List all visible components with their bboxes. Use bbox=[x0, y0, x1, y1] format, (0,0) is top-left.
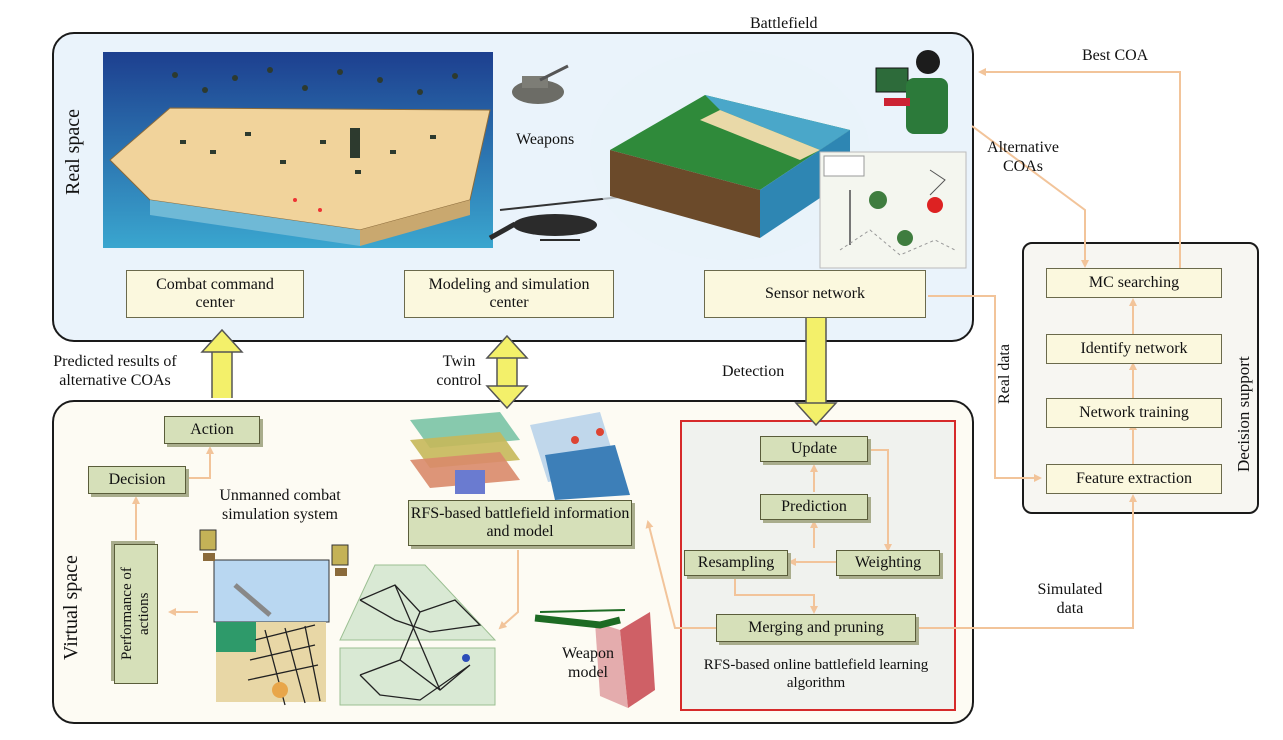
action-box: Action bbox=[164, 416, 260, 444]
prediction-box: Prediction bbox=[760, 494, 868, 520]
real-space-title: Real space bbox=[62, 108, 84, 195]
weapon-model-image bbox=[534, 609, 655, 708]
battlefield-map-image bbox=[103, 52, 493, 248]
best-coa-label: Best COA bbox=[1082, 47, 1149, 64]
weapons-label: Weapons bbox=[516, 131, 575, 148]
predicted-results-label: Predicted results of alternative COAs bbox=[53, 353, 177, 390]
rfs-layers-image bbox=[410, 412, 630, 500]
helicopter-image bbox=[488, 195, 631, 241]
weapon-model-label: Weapon model bbox=[561, 645, 615, 682]
performance-of-actions-box: Performance of actions bbox=[114, 544, 158, 684]
sensor-network-image bbox=[819, 151, 967, 269]
weighting-box: Weighting bbox=[836, 550, 940, 576]
real-data-label: Real data bbox=[996, 344, 1013, 404]
resampling-box: Resampling bbox=[684, 550, 788, 576]
battlefield-terrain-image bbox=[590, 50, 870, 260]
combat-command-center-box: Combat command center bbox=[126, 270, 304, 318]
battlefield-label: Battlefield bbox=[750, 15, 818, 32]
rfs-info-model-box: RFS-based battlefield information and mo… bbox=[408, 500, 632, 546]
identify-network-box: Identify network bbox=[1046, 334, 1222, 364]
mc-searching-box: MC searching bbox=[1046, 268, 1222, 298]
soldier-operator-image bbox=[875, 50, 948, 134]
network-graph-image bbox=[339, 564, 497, 706]
simulated-data-label: Simulated data bbox=[1037, 581, 1103, 618]
twin-control-label: Twin control bbox=[436, 353, 482, 390]
big-arrows bbox=[200, 318, 838, 427]
detection-label: Detection bbox=[722, 363, 785, 380]
unmanned-system-label: Unmanned combat simulation system bbox=[219, 487, 341, 524]
simulation-screen-image bbox=[213, 559, 330, 706]
virtual-space-title: Virtual space bbox=[60, 555, 82, 660]
decision-support-title: Decision support bbox=[1234, 356, 1253, 472]
network-training-box: Network training bbox=[1046, 398, 1222, 428]
modeling-simulation-center-box: Modeling and simulation center bbox=[404, 270, 614, 318]
tank-image bbox=[512, 64, 569, 104]
decision-box: Decision bbox=[88, 466, 186, 494]
sensor-network-box: Sensor network bbox=[704, 270, 926, 318]
rfs-algorithm-caption: RFS-based online battlefield learning al… bbox=[703, 657, 929, 691]
alternative-coas-label: Alternative COAs bbox=[987, 139, 1059, 176]
merging-pruning-box: Merging and pruning bbox=[716, 614, 916, 642]
flow-arrows bbox=[132, 68, 1181, 630]
feature-extraction-box: Feature extraction bbox=[1046, 464, 1222, 494]
update-box: Update bbox=[760, 436, 868, 462]
computer-terminal-icons bbox=[199, 529, 349, 576]
